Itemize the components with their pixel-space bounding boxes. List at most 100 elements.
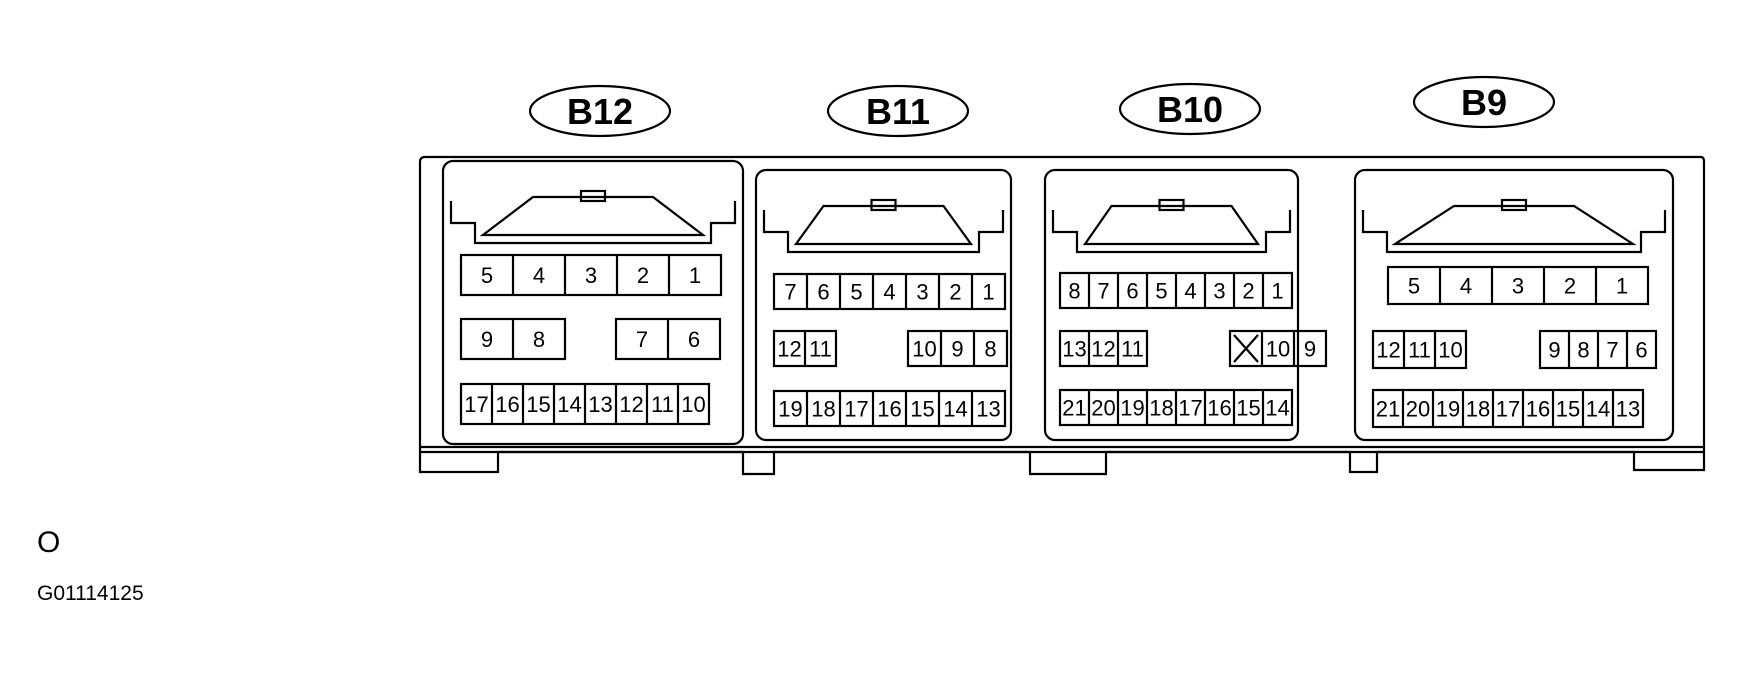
pin-number: 3 [1213, 279, 1225, 304]
pin-number: 14 [557, 392, 581, 417]
pin-number: 11 [1408, 338, 1431, 363]
pin-number: 13 [1062, 337, 1086, 362]
connector-frame [441, 159, 745, 446]
pin-number: 1 [1616, 274, 1628, 299]
pin-number: 2 [949, 280, 961, 305]
pin-number: 16 [877, 397, 901, 422]
pin-number: 15 [526, 392, 550, 417]
pin-row-block [1371, 388, 1645, 429]
pin-number: 15 [1236, 396, 1260, 421]
pin-number: 11 [1121, 337, 1144, 362]
pin-row-block [1386, 265, 1650, 306]
pin-number: 20 [1091, 396, 1115, 421]
pin-number: 7 [636, 327, 648, 352]
pin-number: 12 [1376, 338, 1400, 363]
pin-row-block [1228, 329, 1328, 368]
latch-outline [762, 210, 1005, 254]
pin-number: 14 [1586, 397, 1610, 422]
connector-label-badge [528, 84, 672, 138]
pin-number: 7 [1606, 338, 1618, 363]
pin-number: 5 [850, 280, 862, 305]
pin-number: 9 [1304, 337, 1316, 362]
pin-number: 13 [588, 392, 612, 417]
pin-number: 18 [1149, 396, 1173, 421]
pin-number: 7 [784, 280, 796, 305]
pin-number: 6 [1126, 279, 1138, 304]
blocked-pin-mark [1233, 334, 1259, 363]
connector-label-badge [1118, 82, 1262, 136]
pin-number: 1 [1271, 279, 1283, 304]
pin-number: 18 [811, 397, 835, 422]
latch-outline [449, 201, 737, 245]
latch-tab [1158, 198, 1185, 212]
latch-arm [793, 204, 974, 246]
latch-tab [1500, 198, 1528, 212]
pin-number: 16 [1207, 396, 1231, 421]
pin-number: 21 [1062, 396, 1086, 421]
connector-frame [1353, 168, 1675, 442]
latch-tab [870, 198, 897, 212]
pin-number: 11 [809, 337, 832, 362]
connector-label-badge [1412, 75, 1556, 129]
latch-arm [1082, 204, 1261, 246]
pin-number: 3 [585, 263, 597, 288]
pin-row-block [772, 272, 1007, 311]
pin-number: 14 [943, 397, 967, 422]
pin-number: 15 [910, 397, 934, 422]
pin-number: 20 [1406, 397, 1430, 422]
connector-label-badge [826, 84, 970, 138]
pin-row-block [772, 389, 1007, 428]
pin-number: 11 [651, 392, 674, 417]
pin-row-block [1371, 329, 1468, 370]
pin-number: 2 [1242, 279, 1254, 304]
pin-number: 6 [688, 327, 700, 352]
pin-number: 4 [883, 280, 895, 305]
pin-number: 10 [681, 392, 705, 417]
pin-number: 4 [533, 263, 545, 288]
latch-arm [479, 195, 707, 237]
pin-number: 9 [1548, 338, 1560, 363]
connector-housing [418, 155, 1706, 476]
page-letter: O [37, 526, 61, 559]
connector-label: B10 [1157, 89, 1223, 130]
pin-number: 21 [1376, 397, 1400, 422]
pin-number: 9 [481, 327, 493, 352]
pin-row-block [906, 329, 1009, 368]
latch-tab [579, 189, 607, 203]
pin-number: 16 [495, 392, 519, 417]
pin-number: 18 [1466, 397, 1490, 422]
figure-code: G01114125 [37, 582, 144, 605]
pin-number: 6 [817, 280, 829, 305]
pin-number: 12 [777, 337, 801, 362]
pin-number: 5 [1155, 279, 1167, 304]
connector-label: B12 [567, 91, 633, 132]
pin-number: 4 [1460, 274, 1472, 299]
latch-outline [1051, 210, 1292, 254]
pin-number: 8 [984, 337, 996, 362]
connector-frame [754, 168, 1013, 442]
pin-number: 2 [1564, 274, 1576, 299]
pin-number: 17 [844, 397, 868, 422]
pin-number: 13 [1616, 397, 1640, 422]
pin-number: 17 [464, 392, 488, 417]
pin-number: 10 [1266, 337, 1290, 362]
pin-number: 19 [778, 397, 802, 422]
pin-number: 8 [1577, 338, 1589, 363]
pin-number: 3 [1512, 274, 1524, 299]
latch-arm [1391, 204, 1637, 246]
pin-number: 10 [1438, 338, 1462, 363]
pin-row-block [1058, 329, 1149, 368]
pin-number: 16 [1526, 397, 1550, 422]
connector-frame [1043, 168, 1300, 442]
pin-number: 17 [1496, 397, 1520, 422]
pin-number: 1 [689, 263, 701, 288]
pin-number: 10 [912, 337, 936, 362]
pin-number: 14 [1265, 396, 1289, 421]
connector-label: B9 [1461, 82, 1507, 123]
pin-number: 1 [982, 280, 994, 305]
